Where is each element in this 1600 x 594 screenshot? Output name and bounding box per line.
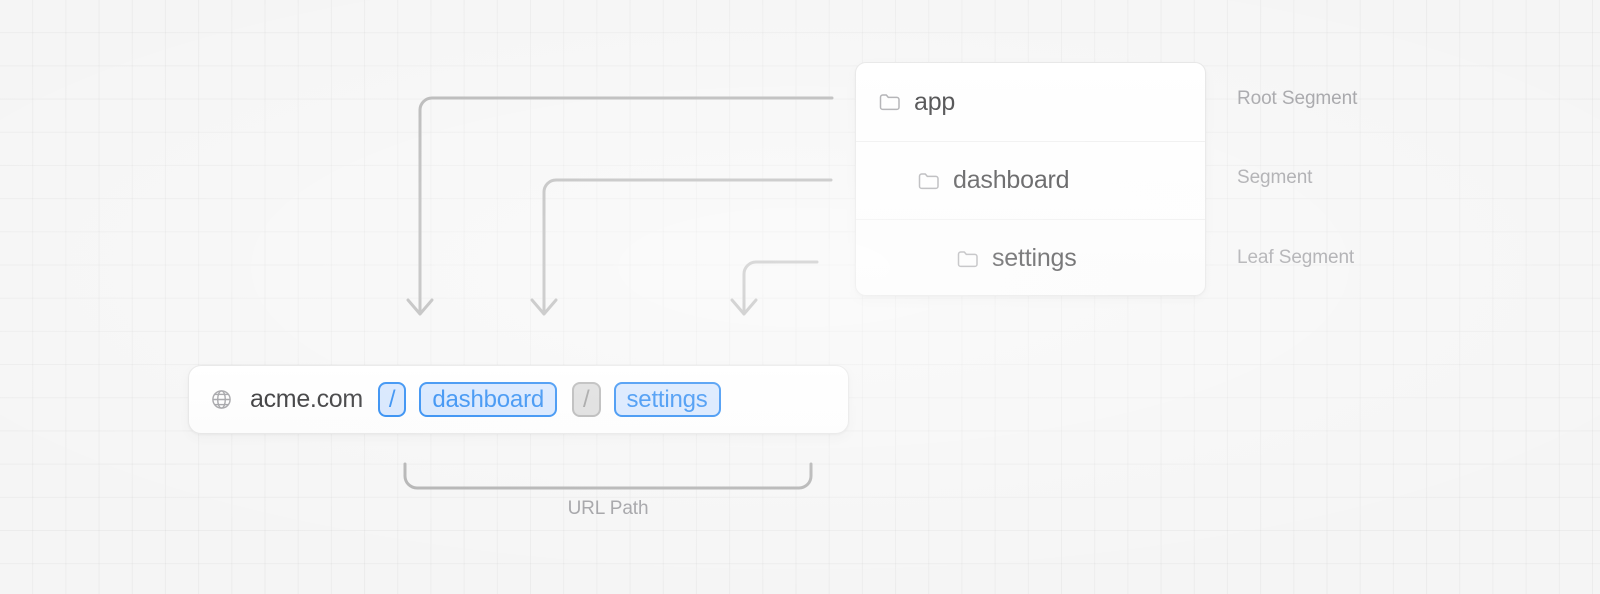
segment-note-root: Root Segment [1237,88,1358,109]
connector-app [406,96,834,316]
tree-row[interactable]: app [856,63,1205,141]
tree-row[interactable]: settings [856,219,1205,295]
url-chip-separator-1[interactable]: / [377,382,407,417]
connector-settings [730,260,819,316]
url-path-label: URL Path [567,498,649,519]
globe-icon [210,389,232,411]
url-chip-settings[interactable]: settings [613,382,721,417]
tree-row-label: settings [992,244,1077,272]
folder-icon [878,91,900,113]
url-host-text: acme.com [250,385,363,413]
url-path-brace [403,462,813,490]
url-bar[interactable]: acme.com / dashboard / settings [188,365,849,434]
tree-row-label: app [914,87,956,116]
tree-row-label: dashboard [953,166,1070,194]
connector-dashboard [530,178,833,316]
folder-tree-card: app dashboard settings [855,62,1206,296]
segment-note-middle: Segment [1237,167,1313,188]
segment-note-leaf: Leaf Segment [1237,247,1355,268]
url-chip-dashboard[interactable]: dashboard [419,382,558,417]
folder-icon [917,170,939,192]
url-chip-separator-2[interactable]: / [572,382,601,417]
folder-icon [956,248,978,270]
tree-row[interactable]: dashboard [856,141,1205,219]
